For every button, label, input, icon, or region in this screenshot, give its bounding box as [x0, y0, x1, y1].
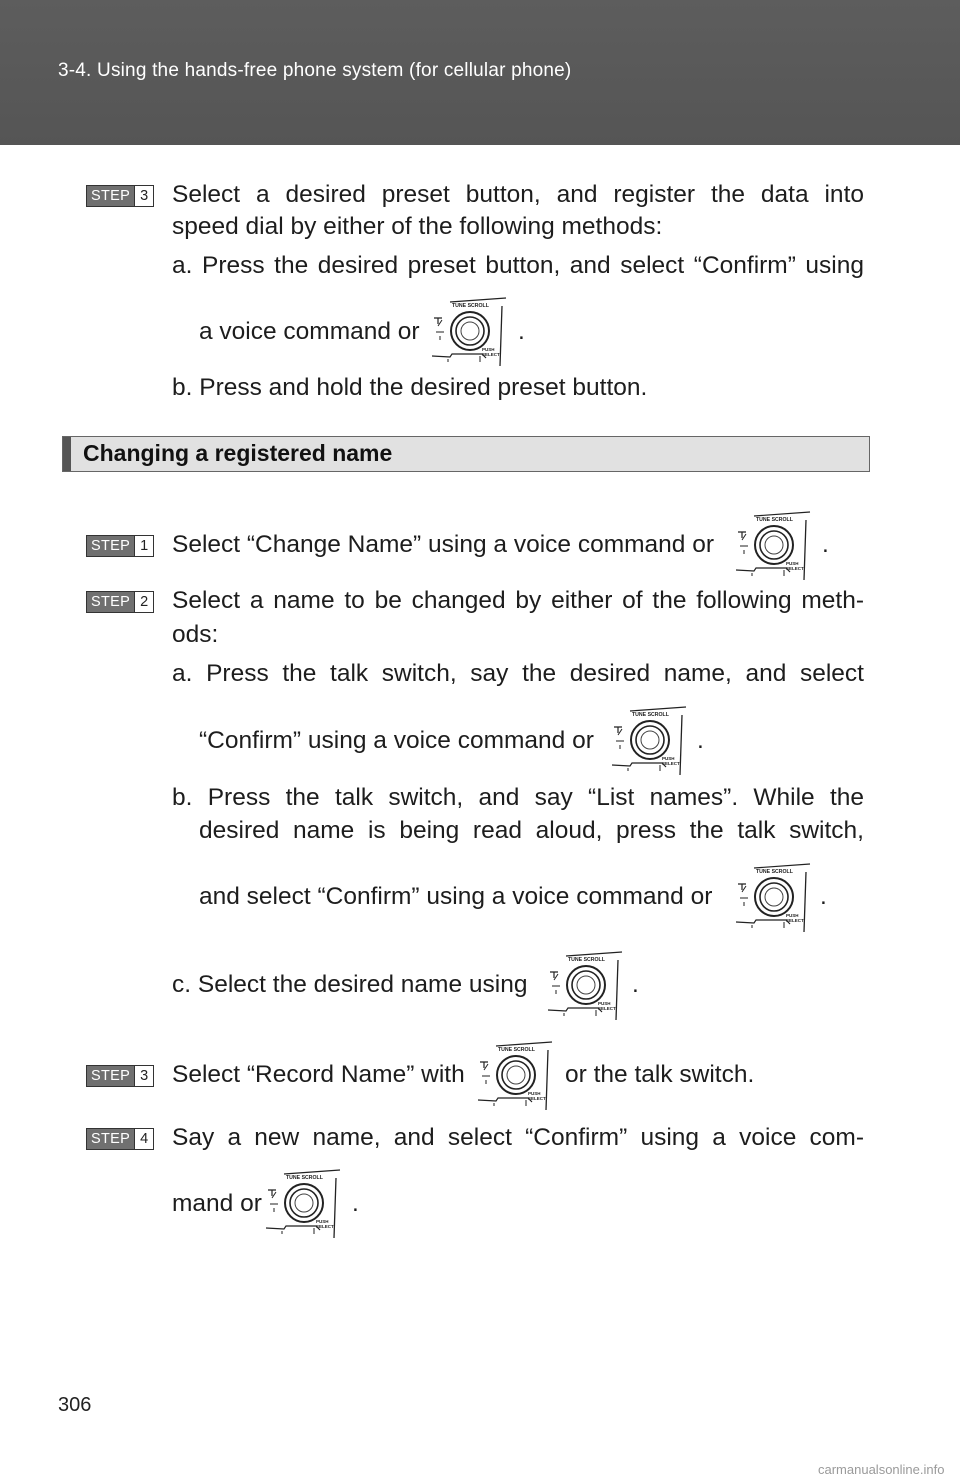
list-item-a: a. Press the desired preset button, and … [172, 252, 864, 279]
punctuation: . [820, 883, 827, 910]
step-number: 3 [134, 186, 154, 206]
section-title: Changing a registered name [83, 440, 393, 466]
tune-select-knob-icon [734, 510, 814, 582]
step-label: STEP [87, 1066, 135, 1086]
section-heading: Changing a registered name [62, 436, 870, 472]
punctuation: . [822, 531, 829, 558]
list-item-c: c. Select the desired name using [172, 971, 528, 998]
step-number: 1 [134, 536, 154, 556]
list-item-b-continuation: desired name is being read aloud, press … [199, 817, 864, 844]
step-number: 2 [134, 592, 154, 612]
page-number: 306 [58, 1394, 92, 1416]
tune-select-knob-icon [476, 1040, 556, 1112]
step-label: STEP [87, 536, 135, 556]
step-number: 3 [134, 1066, 154, 1086]
tune-select-knob-icon [546, 950, 626, 1022]
paragraph-line: Select “Change Name” using a voice comma… [172, 531, 714, 558]
paragraph-line: ods: [172, 621, 219, 648]
step-badge: STEP 1 [86, 535, 155, 557]
tune-select-knob-icon [430, 296, 510, 368]
punctuation: . [632, 971, 639, 998]
paragraph-line: Select a name to be changed by either of… [172, 587, 864, 614]
paragraph-line: Select “Record Name” with [172, 1061, 465, 1088]
step-badge: STEP 3 [86, 185, 155, 207]
paragraph-line: or the talk switch. [565, 1061, 755, 1088]
list-item-a-continuation: a voice command or [199, 318, 420, 345]
paragraph-line: Select a desired preset button, and regi… [172, 181, 864, 208]
list-item-b-continuation: and select “Confirm” using a voice comma… [199, 883, 713, 910]
step-label: STEP [87, 592, 135, 612]
step-badge: STEP 3 [86, 1065, 155, 1087]
watermark: carmanualsonline.info [818, 1462, 945, 1477]
step-badge: STEP 4 [86, 1128, 155, 1150]
step-badge: STEP 2 [86, 591, 155, 613]
tune-select-knob-icon [610, 705, 690, 777]
punctuation: . [518, 318, 525, 345]
page-header: 3-4. Using the hands-free phone system (… [0, 0, 960, 145]
paragraph-line: speed dial by either of the following me… [172, 213, 663, 240]
list-item-a-continuation: “Confirm” using a voice command or [199, 727, 594, 754]
punctuation: . [352, 1190, 359, 1217]
punctuation: . [697, 727, 704, 754]
tune-select-knob-icon [734, 862, 814, 934]
step-number: 4 [134, 1129, 154, 1149]
paragraph-line: mand or [172, 1190, 262, 1217]
paragraph-line: Say a new name, and select “Confirm” usi… [172, 1124, 864, 1151]
section-header-title: 3-4. Using the hands-free phone system (… [58, 60, 572, 81]
tune-select-knob-icon [264, 1168, 344, 1240]
step-label: STEP [87, 1129, 135, 1149]
list-item-b: b. Press the talk switch, and say “List … [172, 784, 864, 811]
step-label: STEP [87, 186, 135, 206]
list-item-a: a. Press the talk switch, say the desire… [172, 660, 864, 687]
list-item-b: b. Press and hold the desired preset but… [172, 374, 648, 401]
